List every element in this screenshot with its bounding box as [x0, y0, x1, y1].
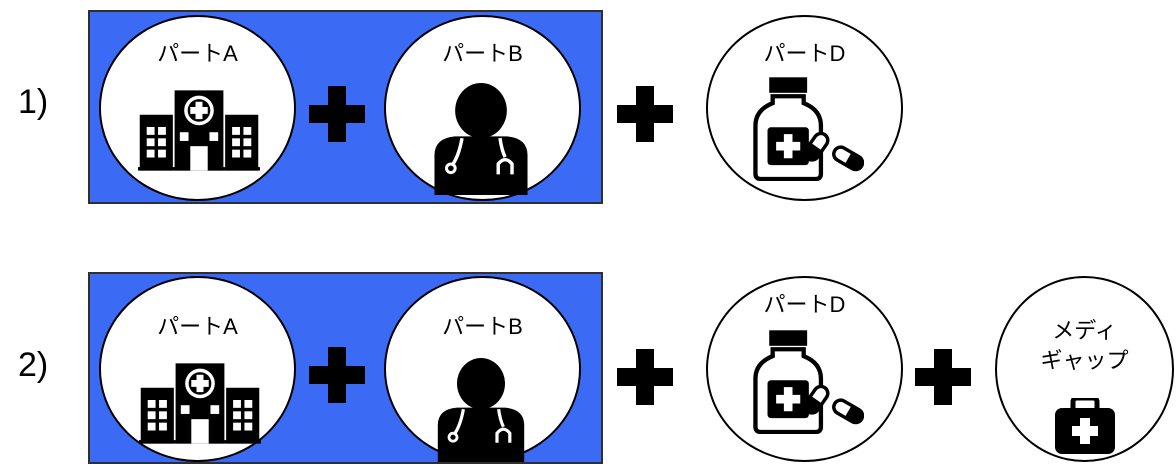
row-label: 1) — [18, 83, 49, 121]
doctor-icon — [429, 83, 533, 195]
part-a-label: パートA — [157, 41, 238, 66]
part-d-label: パートD — [763, 292, 846, 317]
part-b-label: パートB — [442, 41, 523, 66]
plus-icon — [915, 349, 971, 405]
plus-icon — [309, 86, 365, 142]
doctor-icon — [429, 358, 533, 462]
part-a-circle: パートA — [99, 15, 296, 201]
part-d-label: パートD — [763, 41, 846, 66]
medicine-icon — [752, 77, 864, 181]
medigap-label-line-2: ギャップ — [1040, 348, 1129, 373]
plus-icon — [617, 349, 673, 405]
row-label: 2) — [18, 346, 49, 384]
part-b-label: パートB — [442, 314, 523, 339]
part-a-circle: パートA — [99, 276, 296, 462]
part-b-circle: パートB — [384, 276, 581, 462]
hospital-icon — [139, 356, 261, 444]
hospital-icon — [138, 83, 260, 171]
part-b-circle: パートB — [384, 15, 581, 201]
part-a-label: パートA — [157, 314, 238, 339]
plus-icon — [309, 347, 365, 403]
part-d-circle: パートD — [706, 276, 903, 462]
first-aid-kit-icon — [1055, 398, 1115, 454]
medigap-label-line-1: メディ — [1052, 318, 1117, 343]
part-d-circle: パートD — [706, 15, 903, 201]
plus-icon — [617, 86, 673, 142]
medicine-icon — [752, 330, 864, 434]
medigap-circle: メディ ギャップ — [995, 276, 1174, 462]
